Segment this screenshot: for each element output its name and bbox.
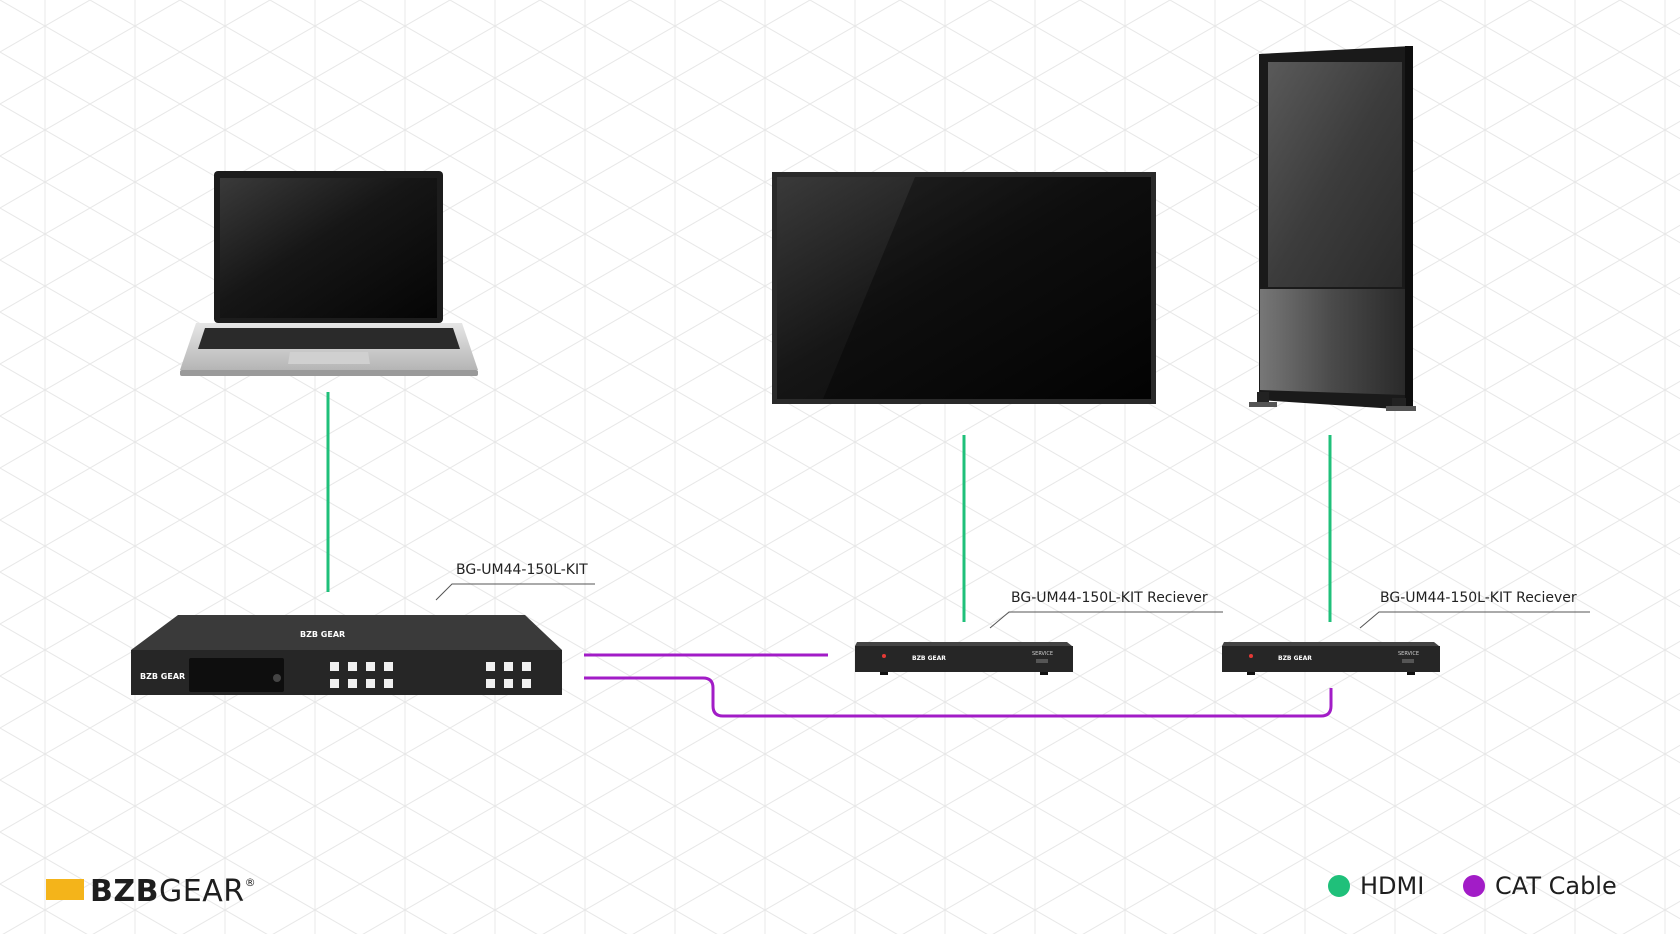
- legend-cat-label: CAT Cable: [1495, 872, 1617, 900]
- hdbaset-receiver-icon: BZB GEAR SERVICE: [1222, 642, 1440, 675]
- laptop-icon: [180, 171, 478, 376]
- brand-name-bold: BZB: [90, 874, 159, 909]
- switcher-label: BG-UM44-150L-KIT: [456, 562, 588, 578]
- receiver-1-brand: BZB GEAR: [912, 655, 946, 662]
- receiver-1-service: SERVICE: [1032, 651, 1053, 657]
- brand-wordmark: BZBGEAR®: [90, 874, 256, 909]
- legend-cat: CAT Cable: [1463, 872, 1617, 900]
- receiver-2-label: BG-UM44-150L-KIT Reciever: [1380, 590, 1577, 606]
- switcher-front-brand: BZB GEAR: [140, 672, 185, 681]
- matrix-switcher-icon: BZB GEAR BZB GEAR: [131, 615, 562, 695]
- receiver-1-label-leader: [989, 611, 1223, 629]
- receiver-2-brand: BZB GEAR: [1278, 655, 1312, 662]
- legend-hdmi-dot: [1328, 875, 1350, 897]
- receiver-2-label-leader: [1359, 611, 1590, 629]
- cat-cable-receiver-2: [584, 676, 1333, 718]
- brand-name-regular: GEAR: [159, 874, 245, 909]
- hdbaset-receiver-icon: BZB GEAR SERVICE: [855, 642, 1073, 675]
- receiver-1-label: BG-UM44-150L-KIT Reciever: [1011, 590, 1208, 606]
- brand-registered-mark: ®: [244, 876, 257, 889]
- switcher-top-brand: BZB GEAR: [300, 630, 345, 639]
- legend-cat-dot: [1463, 875, 1485, 897]
- legend-hdmi-label: HDMI: [1360, 872, 1425, 900]
- legend-hdmi: HDMI: [1328, 872, 1424, 900]
- tv-display-icon: [772, 172, 1156, 404]
- switcher-label-leader: [435, 583, 595, 601]
- receiver-2-service: SERVICE: [1398, 651, 1419, 657]
- bzbgear-logo-icon: [46, 879, 84, 900]
- kiosk-display-icon: [1249, 46, 1416, 411]
